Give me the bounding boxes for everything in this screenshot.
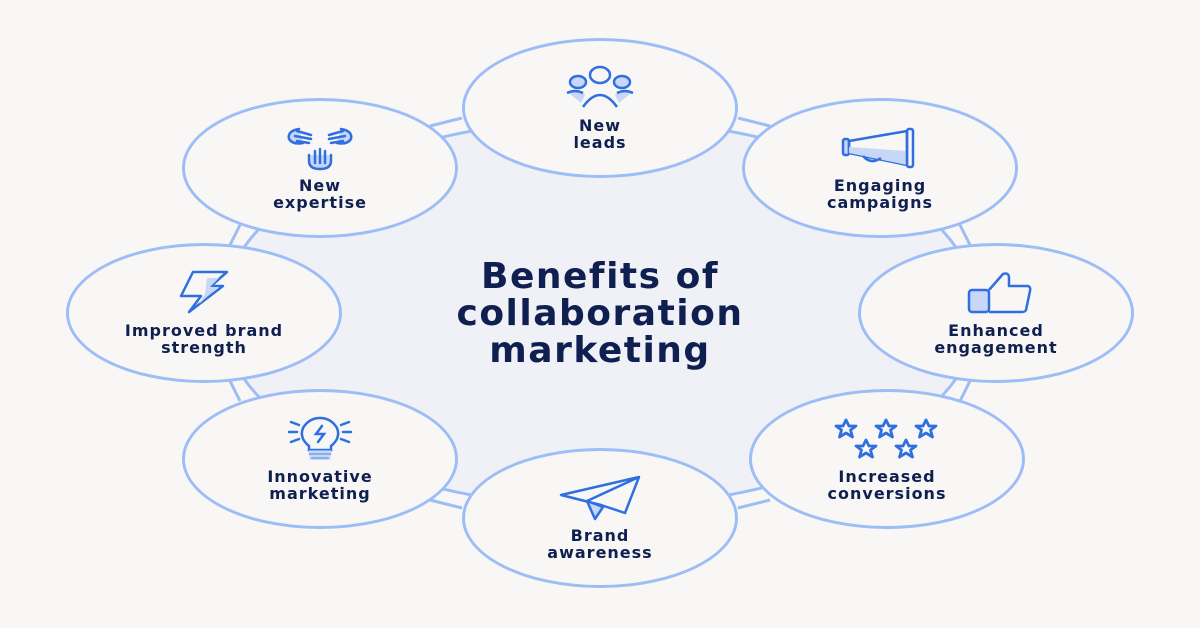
diagram-title: Benefits of collaboration marketing [400, 258, 800, 369]
title-line-3: marketing [489, 330, 711, 371]
people-group-icon [566, 65, 634, 108]
lightbulb-icon [287, 416, 353, 460]
thumbs-up-icon [967, 272, 1032, 314]
megaphone-icon [841, 127, 915, 169]
paper-plane-icon [559, 475, 641, 521]
title-line-1: Benefits of [481, 256, 719, 297]
stars-icon [834, 418, 938, 459]
title-line-2: collaboration [456, 293, 744, 334]
hands-icon [287, 127, 353, 171]
lightning-bolt-icon [179, 270, 229, 314]
